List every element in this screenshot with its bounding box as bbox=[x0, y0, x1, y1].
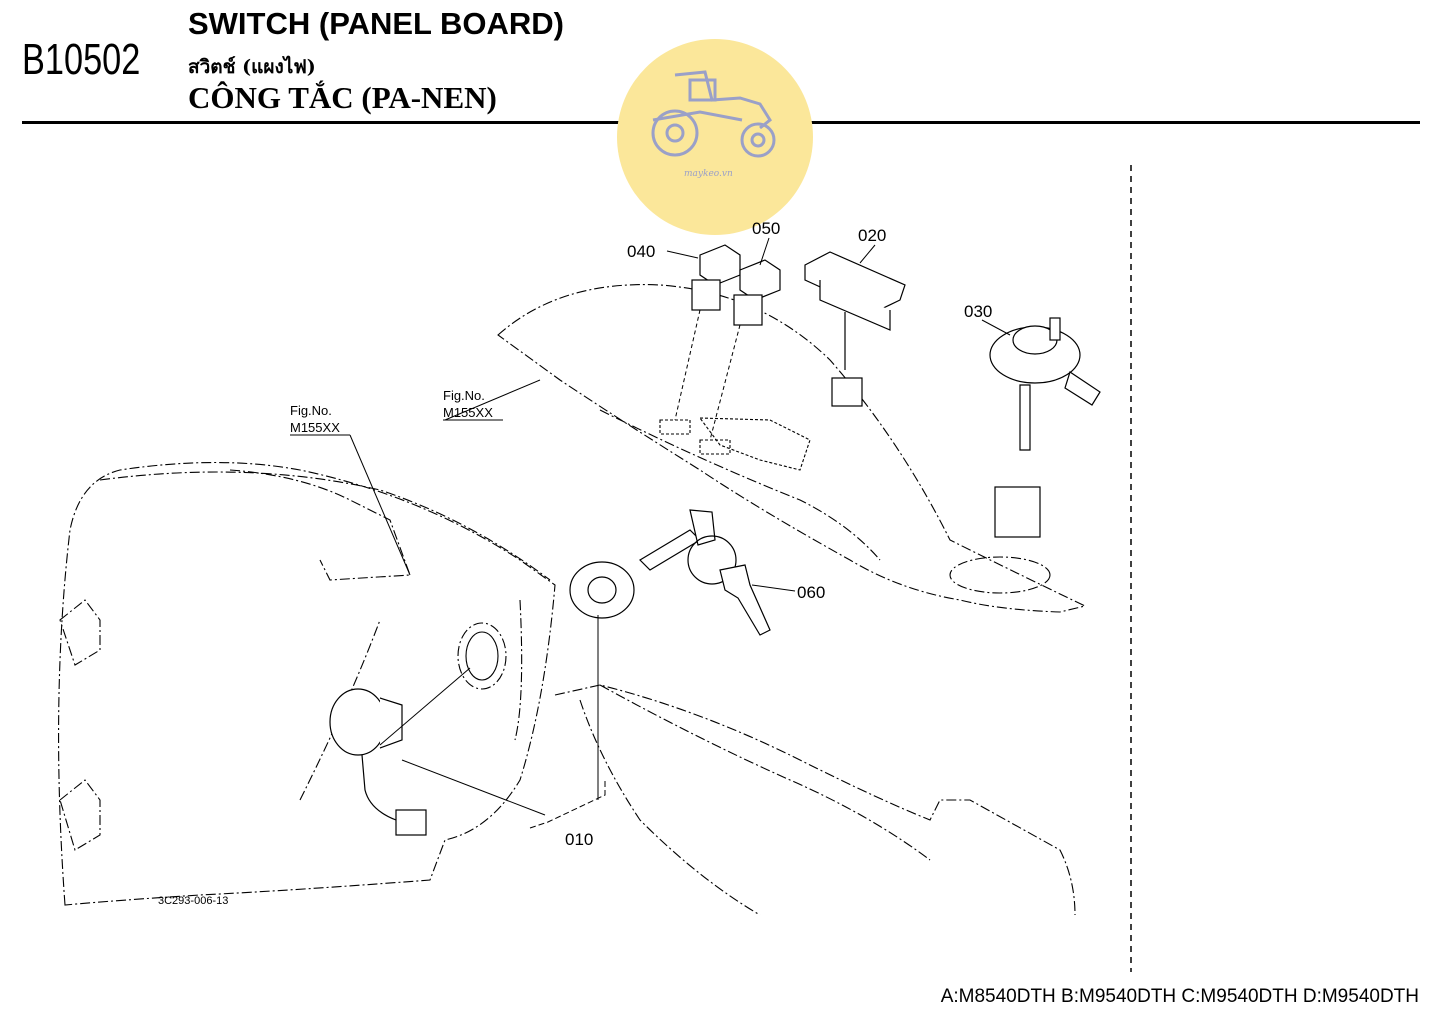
part-label-030: 030 bbox=[964, 302, 992, 321]
fig-ref-left-number: M155XX bbox=[290, 420, 340, 435]
watermark-logo: maykeo.vn bbox=[617, 39, 813, 235]
fig-ref-left-label: Fig.No. bbox=[290, 403, 332, 418]
fig-ref-upper-label: Fig.No. bbox=[443, 388, 485, 403]
leader-lines bbox=[349, 237, 1011, 829]
title-thai: สวิตช์ (แผงไฟ) bbox=[188, 56, 316, 78]
part-label-040: 040 bbox=[627, 242, 655, 261]
part-label-050: 050 bbox=[752, 219, 780, 238]
part-label-010: 010 bbox=[565, 830, 593, 849]
title-vietnamese: CÔNG TẮC (PA-NEN) bbox=[188, 80, 497, 115]
part-label-020: 020 bbox=[858, 226, 886, 245]
panel-outlines bbox=[58, 284, 1087, 916]
title-english: SWITCH (PANEL BOARD) bbox=[188, 6, 564, 41]
fig-ref-upper-number: M155XX bbox=[443, 405, 493, 420]
watermark-text: maykeo.vn bbox=[684, 169, 733, 179]
drawing-id: 3C293-006-13 bbox=[158, 895, 228, 907]
model-list: A:M8540DTH B:M9540DTH C:M9540DTH D:M9540… bbox=[940, 986, 1419, 1007]
component-drawings bbox=[329, 244, 1101, 836]
page-code: B10502 bbox=[22, 35, 141, 84]
part-label-060: 060 bbox=[797, 583, 825, 602]
